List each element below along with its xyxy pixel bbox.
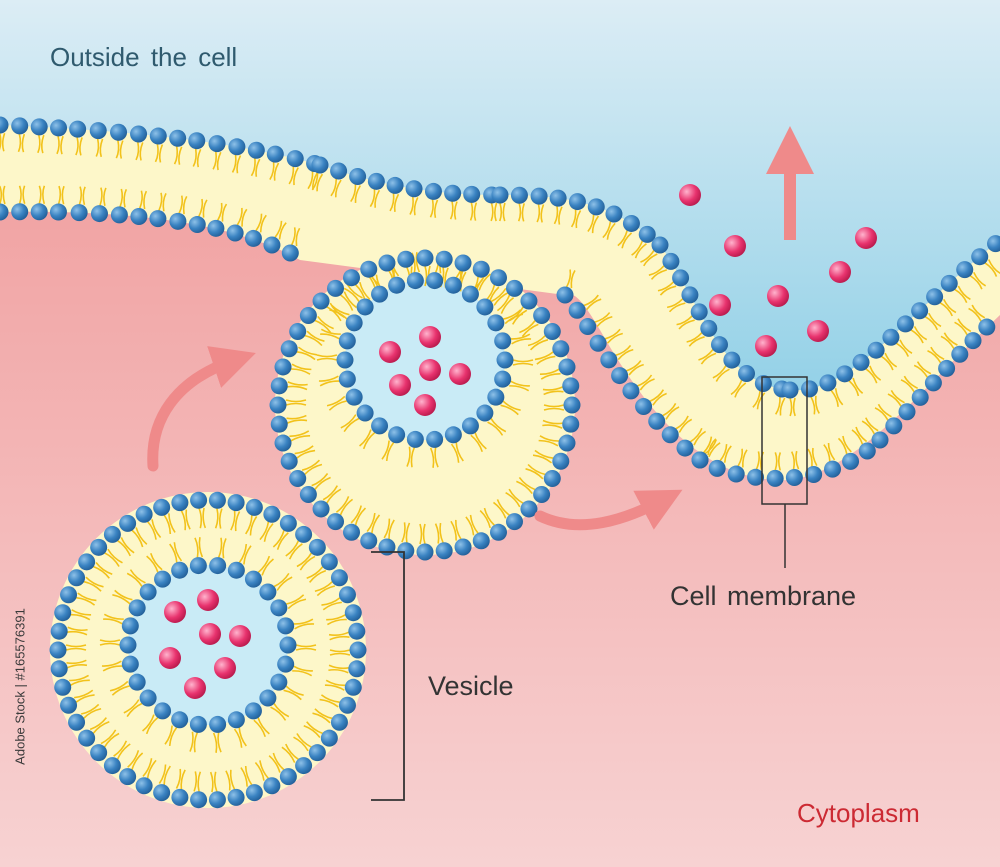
arrow-to-membrane xyxy=(534,489,683,531)
cargo-molecule xyxy=(449,363,471,385)
cargo-molecule xyxy=(389,374,411,396)
cargo-molecule xyxy=(214,657,236,679)
membrane-heads xyxy=(0,116,1000,487)
cargo-molecule xyxy=(724,235,746,257)
cargo-molecule xyxy=(855,227,877,249)
cargo-molecule xyxy=(164,601,186,623)
cytoplasm-label: Cytoplasm xyxy=(797,798,920,828)
free-vesicle xyxy=(49,491,367,809)
stock-watermark-id: Adobe Stock | #165576391 xyxy=(12,608,28,765)
vesicle-bracket xyxy=(371,551,405,801)
vesicle-label: Vesicle xyxy=(428,671,514,701)
arrow-vesicle-transport xyxy=(147,346,256,472)
cell-membrane-label: Cell membrane xyxy=(670,581,857,611)
cargo-molecule xyxy=(829,261,851,283)
cargo-molecule xyxy=(419,326,441,348)
cargo-molecules xyxy=(159,184,877,699)
cargo-molecule xyxy=(419,359,441,381)
cargo-molecule xyxy=(229,625,251,647)
cargo-molecule xyxy=(755,335,777,357)
cargo-molecule xyxy=(159,647,181,669)
cargo-molecule xyxy=(199,623,221,645)
cargo-molecule xyxy=(414,394,436,416)
cargo-molecule xyxy=(807,320,829,342)
cargo-molecule xyxy=(679,184,701,206)
membrane-band xyxy=(0,125,1000,481)
membrane-tails xyxy=(0,132,1000,471)
cargo-molecule xyxy=(379,341,401,363)
cargo-molecule xyxy=(767,285,789,307)
cargo-molecule xyxy=(184,677,206,699)
outside-cell-label: Outside the cell xyxy=(50,42,238,72)
fusing-vesicle-lumen xyxy=(345,280,505,440)
cargo-molecule xyxy=(197,589,219,611)
cargo-molecule xyxy=(709,294,731,316)
